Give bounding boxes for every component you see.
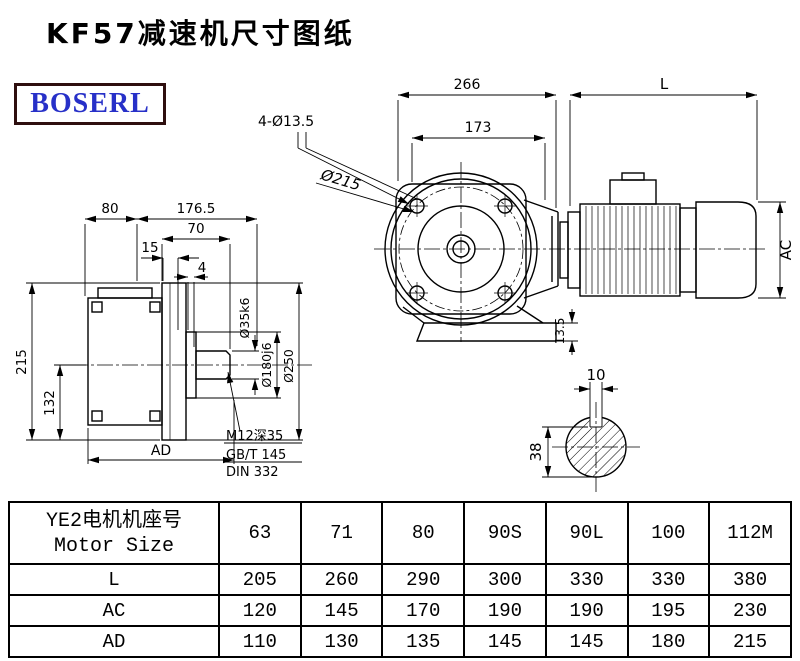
frame-size-80: 80 (381, 501, 466, 565)
frame-size-100: 100 (626, 501, 711, 565)
dia-shaft-label: Ø35k6 (237, 297, 252, 338)
note-tap-label: M12深35 (226, 429, 283, 444)
dim-80-label: 80 (101, 201, 118, 217)
motor (559, 172, 757, 299)
table-cell: 260 (299, 563, 384, 596)
table-cell: 145 (463, 625, 547, 658)
page-title: KF57减速机尺寸图纸 (46, 17, 355, 50)
table-row-L: L 205 260 290 300 330 330 380 (8, 563, 792, 596)
dia-flange-label: Ø250 (281, 349, 296, 383)
table-row-AD: AD 110 130 135 145 145 180 215 (8, 625, 792, 658)
technical-drawing: 266 L 173 4-Ø13.5 Ø215 AC 13.5 80 176.5 … (14, 75, 795, 492)
dia-spigot-label: Ø180j6 (259, 342, 274, 387)
table-cell: 190 (463, 594, 547, 627)
table-cell: 230 (708, 594, 792, 627)
frame-size-63: 63 (218, 501, 302, 565)
dimension-labels: 266 L 173 4-Ø13.5 Ø215 AC 13.5 80 176.5 … (14, 75, 795, 480)
motor-size-table: YE2电机机座号 Motor Size 63 71 80 90S 90L 100… (8, 501, 792, 658)
dim-176_5-label: 176.5 (177, 201, 216, 217)
dim-AD-label: AD (151, 443, 171, 459)
housing-base (415, 322, 557, 342)
dim-38-label: 38 (527, 442, 545, 461)
dim-173-label: 173 (465, 120, 492, 136)
row-label-AC: AC (8, 594, 220, 627)
header-cn: YE2电机机座号 (45, 509, 182, 533)
table-cell: 330 (544, 563, 629, 596)
dim-15-label: 15 (141, 240, 158, 256)
table-cell: 300 (463, 563, 547, 596)
dim-132-label: 132 (42, 390, 58, 416)
frame-size-90S: 90S (463, 501, 547, 565)
table-cell: 215 (708, 625, 792, 658)
dim-13_5-label: 13.5 (553, 318, 567, 345)
front-view (374, 162, 768, 342)
row-label-L: L (8, 563, 220, 596)
table-cell: 195 (626, 594, 711, 627)
note-std2-label: DIN 332 (226, 465, 279, 480)
dim-266-label: 266 (454, 77, 481, 93)
table-cell: 290 (381, 563, 466, 596)
table-cell: 170 (381, 594, 466, 627)
front-centerlines (374, 162, 768, 342)
dim-AC-label: AC (777, 240, 795, 260)
table-cell: 130 (299, 625, 384, 658)
dim-70-label: 70 (187, 221, 204, 237)
table-cell: 110 (218, 625, 302, 658)
table-cell: 145 (299, 594, 384, 627)
side-view (72, 282, 312, 441)
table-header-row: YE2电机机座号 Motor Size 63 71 80 90S 90L 100… (8, 501, 792, 565)
fan-cover (695, 201, 757, 299)
table-row-AC: AC 120 145 170 190 190 195 230 (8, 594, 792, 627)
motor-fins (585, 206, 677, 294)
frame-size-112M: 112M (708, 501, 792, 565)
frame-size-71: 71 (299, 501, 384, 565)
dim-215-label: 215 (14, 349, 30, 375)
note-std1-label: GB/T 145 (226, 448, 286, 463)
hole-centermarks (406, 195, 516, 304)
dim-4-label: 4 (198, 260, 207, 276)
table-cell: 135 (381, 625, 466, 658)
dimensions (26, 91, 786, 478)
table-cell: 330 (626, 563, 711, 596)
housing-right (523, 199, 559, 299)
brand-logo-text: BOSERL (30, 88, 150, 119)
shaft-section (552, 382, 640, 492)
header-en: Motor Size (53, 534, 175, 558)
row-label-AD: AD (8, 625, 220, 658)
dim-holes-label: 4-Ø13.5 (258, 114, 314, 130)
brand-logo: BOSERL (14, 83, 166, 125)
table-cell: 120 (218, 594, 302, 627)
terminal-box (609, 179, 657, 205)
table-cell: 205 (218, 563, 302, 596)
table-header-motor-size: YE2电机机座号 Motor Size (8, 501, 220, 565)
table-cell: 380 (708, 563, 792, 596)
dim-10-label: 10 (586, 366, 605, 384)
dim-L-label: L (660, 75, 669, 93)
frame-size-90L: 90L (544, 501, 629, 565)
table-cell: 145 (544, 625, 629, 658)
output-flange (161, 282, 187, 441)
table-cell: 190 (544, 594, 629, 627)
table-cell: 180 (626, 625, 711, 658)
